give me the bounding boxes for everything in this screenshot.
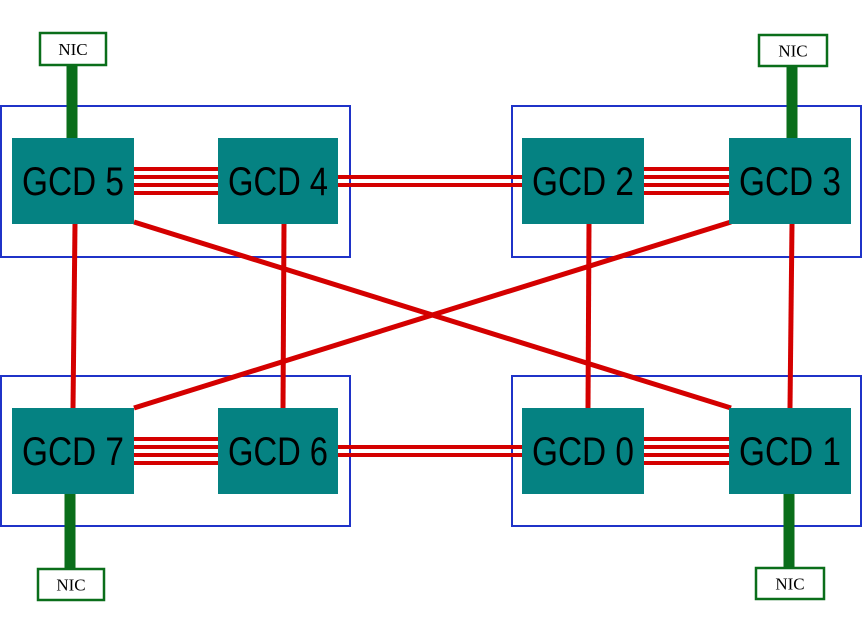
gcd0-box xyxy=(522,408,644,494)
gcd4-node: GCD 4 xyxy=(218,138,338,224)
node-group-frame-1 xyxy=(511,105,862,258)
node-group-frame-2 xyxy=(0,375,351,527)
nic-gcd3: NIC xyxy=(757,33,829,68)
link-gcd4-gcd6 xyxy=(280,223,287,409)
nic-gcd1-label: NIC xyxy=(775,575,804,594)
gcd6-node: GCD 6 xyxy=(218,408,338,494)
node-group-frame-0 xyxy=(0,105,351,258)
gcd2-box xyxy=(522,138,644,224)
gcd1-label: GCD 1 xyxy=(739,430,841,474)
link-gcd3-gcd7 xyxy=(133,219,732,411)
gcd6-box xyxy=(218,408,338,494)
nic-gcd5-label: NIC xyxy=(58,40,87,59)
nic-gcd5-box xyxy=(38,31,108,67)
gcd3-box xyxy=(729,138,851,224)
nic-gcd5: NIC xyxy=(38,31,108,67)
gcd3-label: GCD 3 xyxy=(739,160,841,204)
link-gcd7-gcd6 xyxy=(134,437,218,465)
gcd7-box xyxy=(12,408,134,494)
nic-gcd1: NIC xyxy=(754,566,826,601)
nic-gcd7-box xyxy=(36,567,106,602)
gcd2-label: GCD 2 xyxy=(532,160,634,204)
node-group-layer xyxy=(0,105,862,527)
link-gcd6-gcd0 xyxy=(338,445,522,457)
link-gcd5-gcd4 xyxy=(134,167,218,195)
gcd4-box xyxy=(218,138,338,224)
link-gcd4-gcd2 xyxy=(338,175,522,187)
link-gcd2-gcd3 xyxy=(644,167,729,195)
gcd6-label: GCD 6 xyxy=(228,430,328,474)
gcd7-node: GCD 7 xyxy=(12,408,134,494)
nic-gcd7-label: NIC xyxy=(56,576,85,595)
link-gcd3-gcd1 xyxy=(787,223,795,409)
gcd4-label: GCD 4 xyxy=(228,160,328,204)
nic-gcd1-box xyxy=(754,566,826,601)
gcd7-label: GCD 7 xyxy=(22,430,124,474)
nic-gcd3-label: NIC xyxy=(778,42,807,61)
gcd-layer: GCD 5 GCD 4 GCD 2 GCD 3 GCD 7 GCD 6 GCD 0 GCD 1 xyxy=(12,138,851,494)
link-layer xyxy=(70,167,795,465)
nic-layer: NIC NIC NIC NIC xyxy=(36,31,829,602)
gcd0-node: GCD 0 xyxy=(522,408,644,494)
gcd1-box xyxy=(729,408,851,494)
gcd0-label: GCD 0 xyxy=(532,430,634,474)
gcd2-node: GCD 2 xyxy=(522,138,644,224)
link-gcd2-gcd0 xyxy=(585,223,592,409)
gcd5-box xyxy=(12,138,134,224)
nic-gcd3-box xyxy=(757,33,829,68)
nic-link-layer xyxy=(64,65,798,569)
gcd1-node: GCD 1 xyxy=(729,408,851,494)
nic-gcd7: NIC xyxy=(36,567,106,602)
link-gcd5-gcd7 xyxy=(70,223,78,409)
node-group-frame-3 xyxy=(511,375,862,527)
gcd5-node: GCD 5 xyxy=(12,138,134,224)
link-gcd0-gcd1 xyxy=(644,437,729,465)
gcd3-node: GCD 3 xyxy=(729,138,851,224)
gcd5-label: GCD 5 xyxy=(22,160,124,204)
